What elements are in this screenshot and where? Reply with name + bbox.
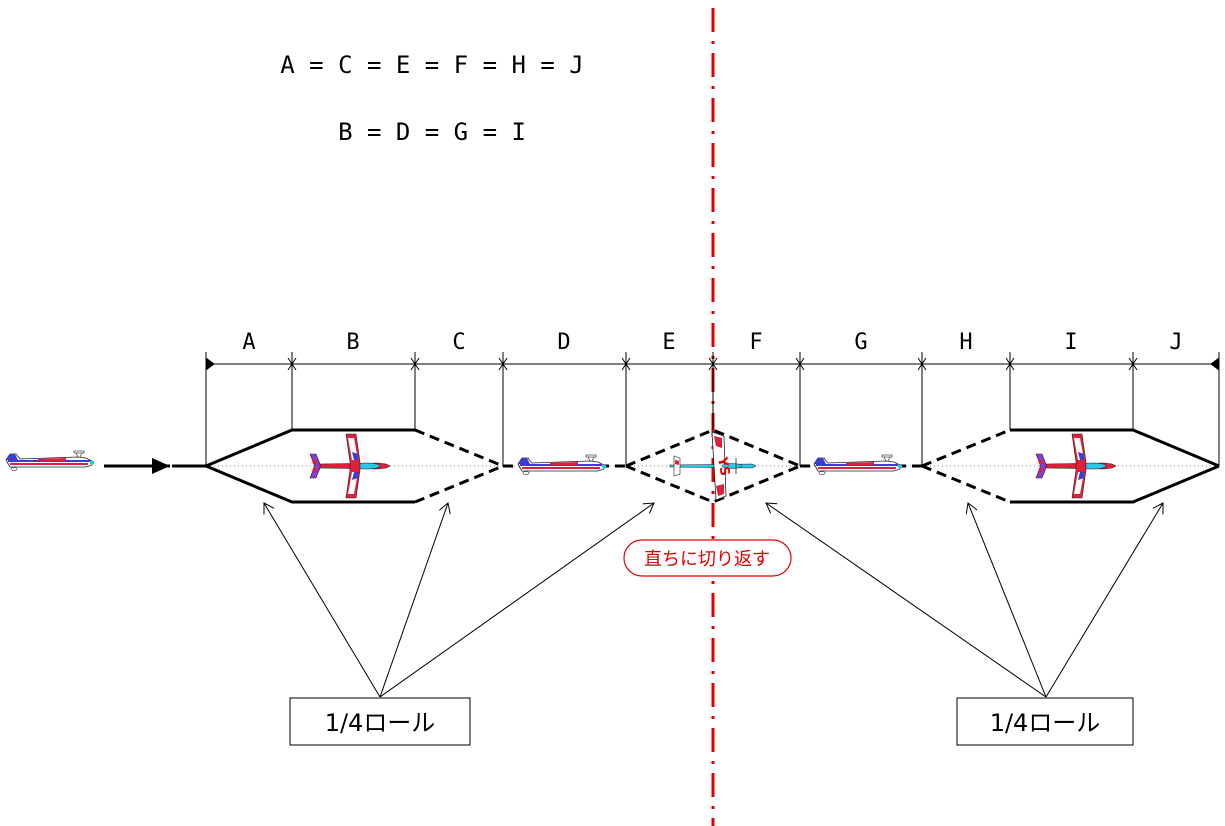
segment-label-i: I bbox=[1064, 330, 1077, 355]
wing-logo-ys: YS bbox=[714, 455, 732, 477]
left-callout-label: 1/4ロール bbox=[325, 709, 436, 737]
segment-label-g: G bbox=[854, 330, 867, 355]
dimension-extension-lines bbox=[205, 352, 1220, 466]
center-callout-box bbox=[623, 539, 792, 577]
segment-label-f: F bbox=[749, 330, 762, 355]
right-callout-box bbox=[956, 697, 1134, 746]
equation-line-1: A = C = E = F = H = J bbox=[280, 51, 583, 79]
rc-aerobatic-plane-icon bbox=[309, 433, 391, 499]
segment-label-h: H bbox=[959, 330, 972, 355]
right-callout-label: 1/4ロール bbox=[990, 709, 1101, 737]
left-callout-leaders bbox=[264, 503, 654, 698]
rc-aerobatic-plane-icon bbox=[669, 431, 757, 501]
segment-label-a: A bbox=[242, 330, 255, 355]
left-roll-path bbox=[205, 428, 504, 504]
rc-aerobatic-plane-icon bbox=[1035, 433, 1117, 499]
dimension-ticks bbox=[205, 357, 1220, 371]
right-callout-leaders bbox=[766, 503, 1163, 698]
rc-aerobatic-plane-icon bbox=[517, 454, 607, 475]
left-callout-box bbox=[289, 697, 471, 746]
segment-label-b: B bbox=[346, 330, 359, 355]
segment-label-d: D bbox=[557, 330, 570, 355]
segment-label-c: C bbox=[452, 330, 465, 355]
rc-aerobatic-plane-icon bbox=[813, 454, 903, 475]
rc-aerobatic-plane-icon bbox=[5, 450, 95, 471]
equation-line-2: B = D = G = I bbox=[338, 118, 526, 146]
segment-label-j: J bbox=[1169, 330, 1182, 355]
segment-label-e: E bbox=[662, 330, 675, 355]
right-roll-path bbox=[921, 428, 1220, 504]
center-callout-label: 直ちに切り返す bbox=[644, 549, 770, 570]
